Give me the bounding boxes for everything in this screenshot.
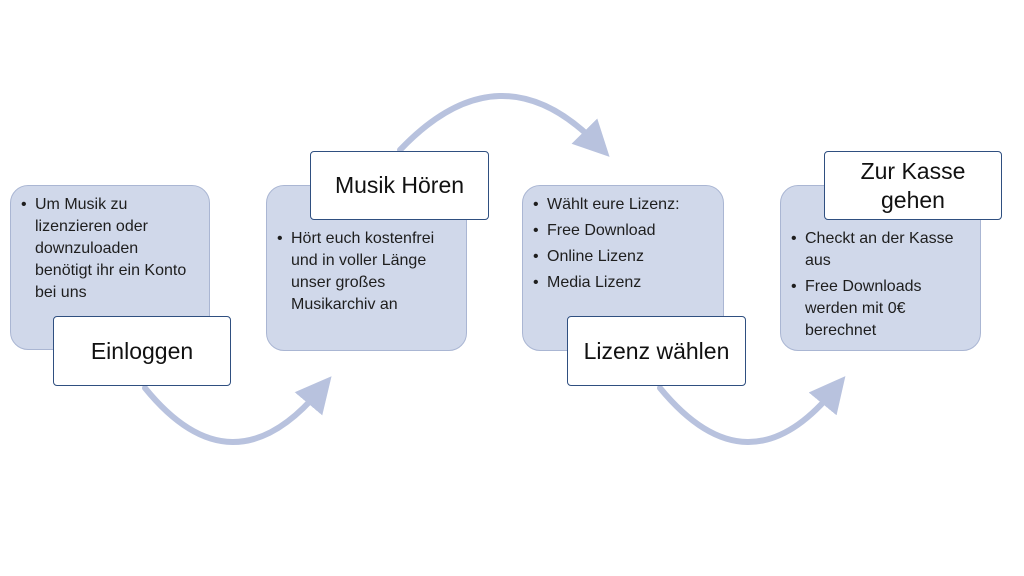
step-2-bullets: Hört euch kostenfrei und in voller Länge…	[277, 228, 456, 316]
step-2-bullet-1: Hört euch kostenfrei und in voller Länge…	[277, 228, 456, 316]
step-3-bullet-4: Media Lizenz	[533, 272, 713, 294]
step-1-title: Einloggen	[90, 337, 194, 364]
step-4-bullet-2: Free Downloads werden mit 0€ berechnet	[791, 276, 970, 342]
step-2-title-box: Musik Hören	[310, 151, 489, 220]
arrow-step1-to-step2	[142, 376, 332, 445]
step-1-bullets: Um Musik zu lizenzieren oder downzuloade…	[21, 194, 199, 304]
step-4-title: Zur Kasse gehen	[860, 157, 966, 213]
step-3-title-box: Lizenz wählen	[567, 316, 746, 386]
step-3-bullet-1: Wählt eure Lizenz:	[533, 194, 713, 216]
step-1-card: Um Musik zu lizenzieren oder downzuloade…	[10, 185, 210, 350]
step-4-bullet-1: Checkt an der Kasse aus	[791, 228, 970, 272]
step-2-title: Musik Hören	[334, 172, 465, 198]
step-3-bullet-2: Free Download	[533, 220, 713, 242]
step-1-bullet-1: Um Musik zu lizenzieren oder downzuloade…	[21, 194, 199, 304]
step-4-bullets: Checkt an der Kasse aus Free Downloads w…	[791, 228, 970, 342]
step-4-title-box: Zur Kasse gehen	[824, 151, 1002, 220]
step-3-bullet-3: Online Lizenz	[533, 246, 713, 268]
arrow-step2-to-step3	[397, 93, 610, 157]
step-3-title: Lizenz wählen	[583, 337, 730, 364]
step-1-title-box: Einloggen	[53, 316, 231, 386]
step-3-bullets: Wählt eure Lizenz: Free Download Online …	[533, 194, 713, 294]
arrow-step3-to-step4	[657, 376, 846, 445]
